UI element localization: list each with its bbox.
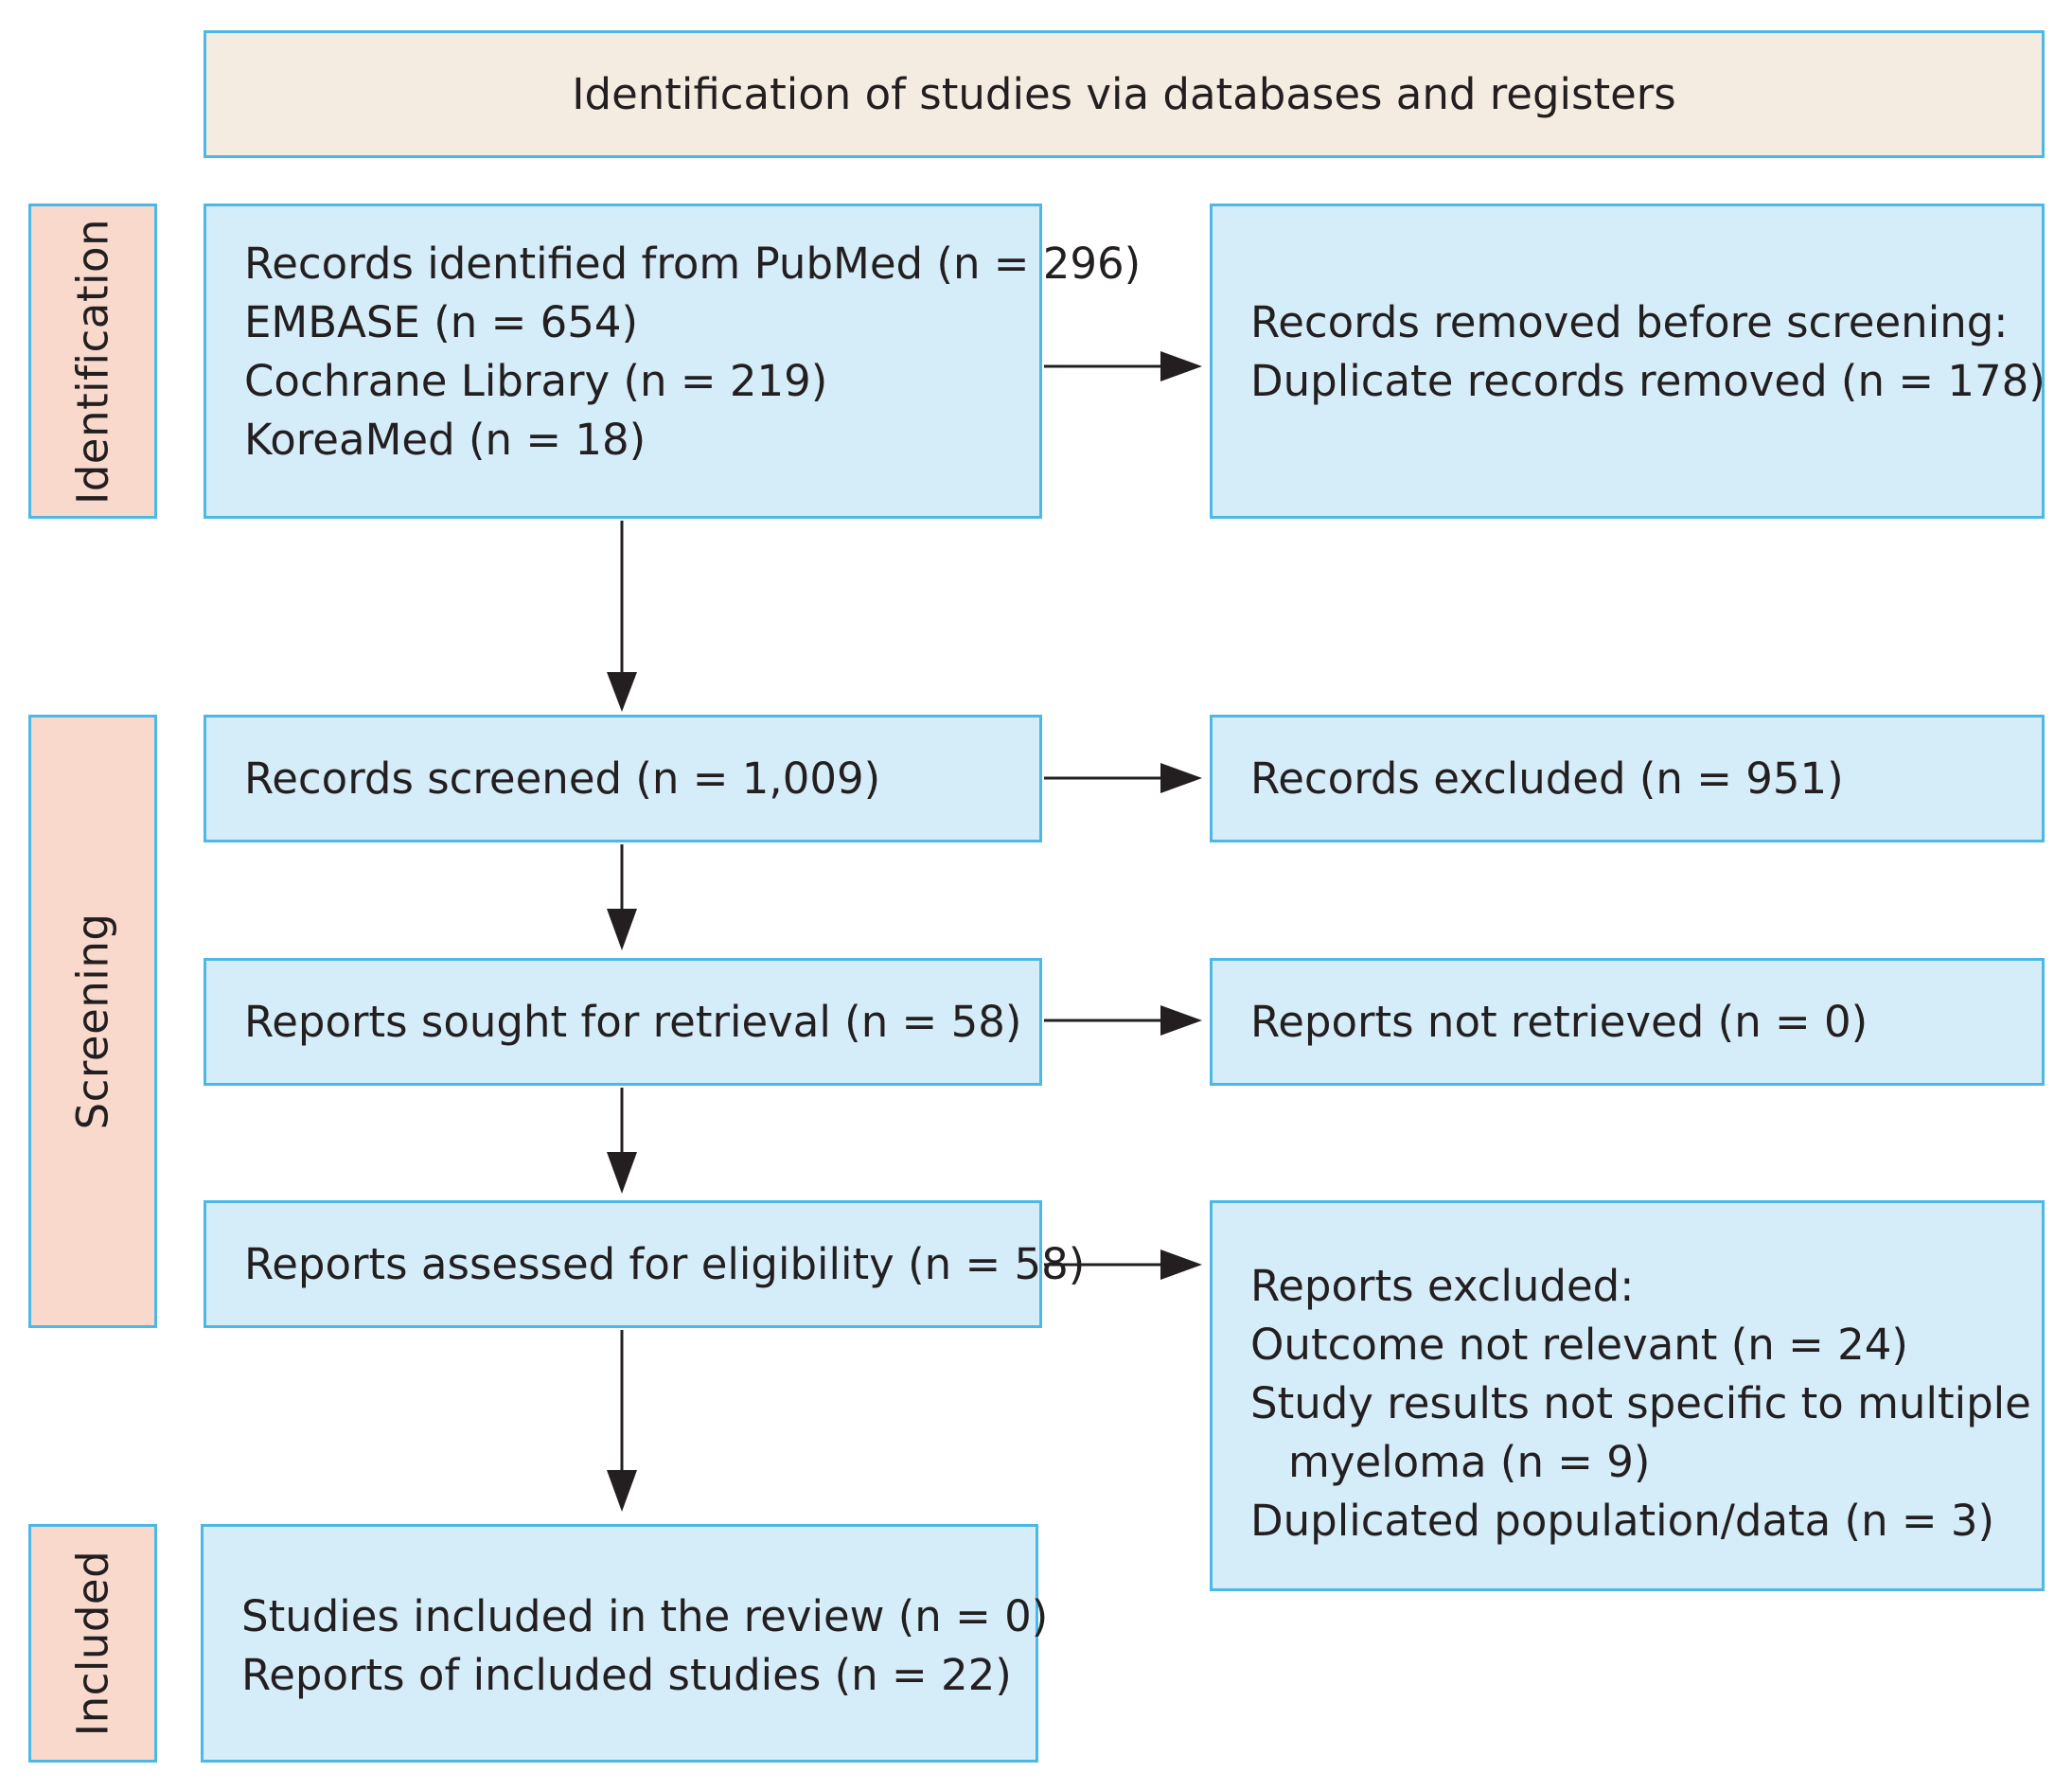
studies-included-text: Studies included in the review (n = 0)	[241, 1591, 1049, 1641]
reason-outcome-not-relevant: Outcome not relevant (n = 24)	[1250, 1320, 1908, 1370]
arrowhead-sought-to-assessed	[607, 1152, 637, 1194]
reports-excluded-box: Reports excluded: Outcome not relevant (…	[1210, 1200, 2045, 1591]
duplicate-records-removed: Duplicate records removed (n = 178)	[1250, 356, 2045, 406]
reports-assessed-box: Reports assessed for eligibility (n = 58…	[204, 1200, 1085, 1328]
reports-not-retrieved-text: Reports not retrieved (n = 0)	[1250, 997, 1868, 1047]
records-koreamed: KoreaMed (n = 18)	[244, 415, 646, 465]
records-embase: EMBASE (n = 654)	[244, 297, 639, 347]
studies-included-box: Studies included in the review (n = 0) R…	[201, 1524, 1048, 1763]
reports-not-retrieved-box: Reports not retrieved (n = 0)	[1210, 958, 2045, 1086]
stage-included: Included	[28, 1524, 157, 1763]
reason-duplicated-population: Duplicated population/data (n = 3)	[1250, 1496, 1995, 1546]
reports-sought-box: Reports sought for retrieval (n = 58)	[204, 958, 1042, 1086]
arrowhead-screened-to-sought	[607, 909, 637, 950]
arrowhead-sought-to-not-retrieved	[1160, 1005, 1202, 1036]
arrowhead-assessed-to-included	[607, 1470, 637, 1512]
records-excluded-box: Records excluded (n = 951)	[1210, 715, 2045, 842]
records-screened-text: Records screened (n = 1,009)	[244, 753, 881, 804]
header-title: Identification of studies via databases …	[572, 69, 1676, 119]
records-screened-box: Records screened (n = 1,009)	[204, 715, 1042, 842]
stage-screening: Screening	[28, 715, 157, 1328]
records-identified-box: Records identified from PubMed (n = 296)…	[204, 204, 1141, 519]
reason-not-specific-cont: myeloma (n = 9)	[1288, 1437, 1651, 1487]
arrowhead-identified-to-screened	[607, 672, 637, 712]
header-box: Identification of studies via databases …	[204, 30, 2045, 158]
reports-assessed-text: Reports assessed for eligibility (n = 58…	[244, 1239, 1086, 1289]
records-removed-heading: Records removed before screening:	[1250, 297, 2009, 347]
records-cochrane: Cochrane Library (n = 219)	[244, 356, 828, 406]
arrowhead-screened-to-excluded	[1160, 763, 1202, 793]
reports-included-text: Reports of included studies (n = 22)	[241, 1650, 1012, 1700]
reports-sought-text: Reports sought for retrieval (n = 58)	[244, 997, 1022, 1047]
reason-not-specific: Study results not specific to multiple	[1250, 1378, 2031, 1428]
records-excluded-text: Records excluded (n = 951)	[1250, 753, 1844, 804]
arrowhead-assessed-to-reports-excluded	[1160, 1249, 1202, 1280]
records-pubmed: Records identified from PubMed (n = 296)	[244, 239, 1142, 289]
stage-identification: Identification	[28, 204, 157, 519]
arrowhead-identified-to-removed	[1160, 351, 1202, 381]
reports-excluded-heading: Reports excluded:	[1250, 1261, 1635, 1311]
records-removed-box: Records removed before screening: Duplic…	[1210, 204, 2045, 519]
